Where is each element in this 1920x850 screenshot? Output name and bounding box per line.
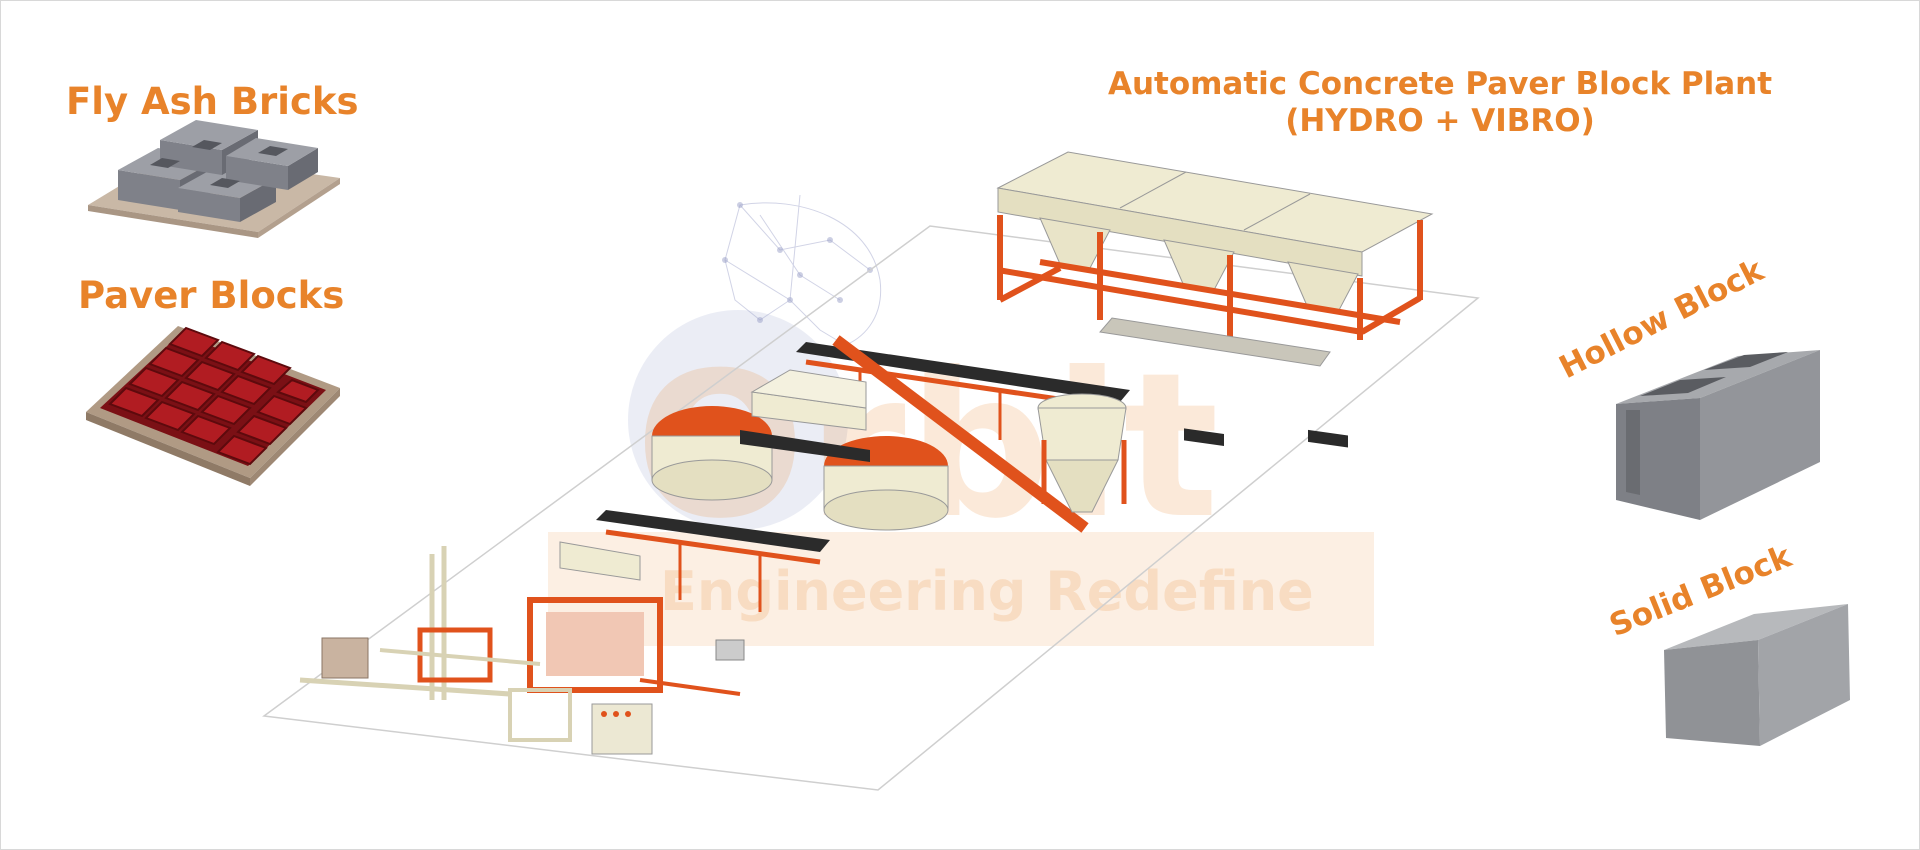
solid-block-image	[1664, 604, 1850, 746]
plant-subtitle: (HYDRO + VIBRO)	[1285, 103, 1595, 139]
block-making-machine	[299, 541, 745, 755]
paver-blocks-image	[86, 326, 340, 486]
batching-hoppers	[996, 151, 1434, 448]
cement-silo	[1037, 393, 1127, 513]
lower-conveyor	[596, 510, 830, 612]
pan-mixers	[651, 369, 949, 531]
watermark-tagline: Engineering Redefine	[660, 560, 1314, 623]
fly-ash-bricks-image	[88, 120, 340, 238]
hollow-block-image	[1616, 350, 1820, 520]
plant-title: Automatic Concrete Paver Block Plant	[1107, 66, 1773, 102]
floor-outline	[262, 225, 1480, 791]
fly-ash-bricks-label: Fly Ash Bricks	[66, 80, 359, 123]
paver-blocks-label: Paver Blocks	[78, 274, 345, 317]
